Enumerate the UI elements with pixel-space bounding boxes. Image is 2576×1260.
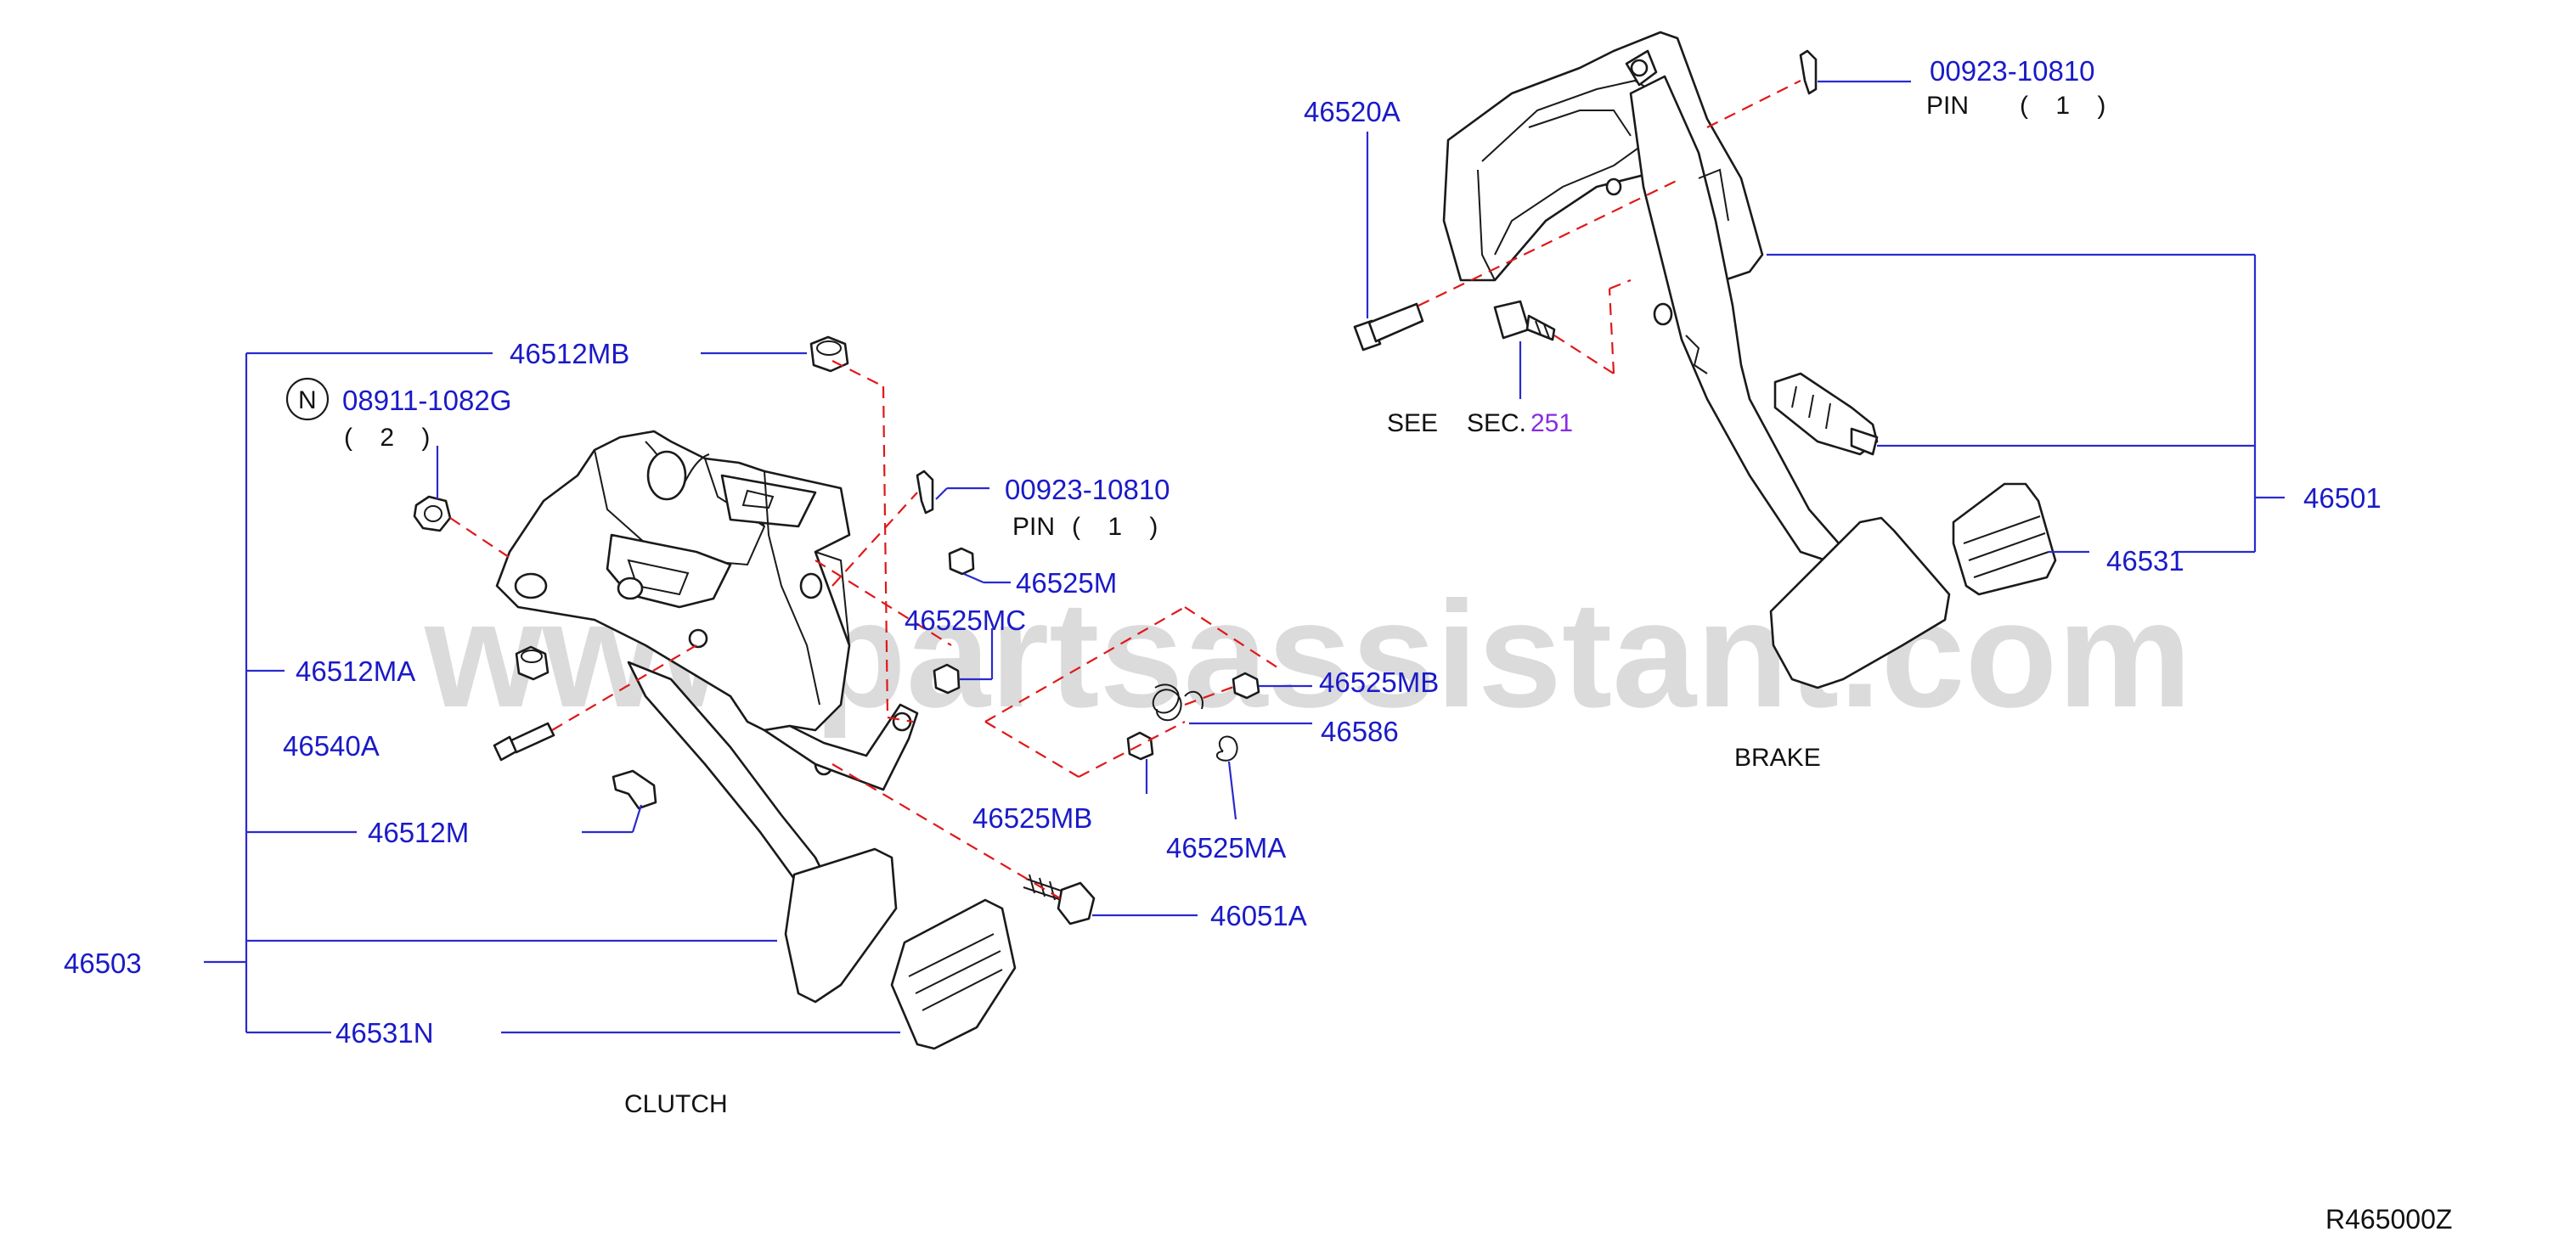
label-46051A[interactable]: 46051A [1210, 900, 1307, 931]
label-46525MA[interactable]: 46525MA [1166, 832, 1286, 863]
label-46512M[interactable]: 46512M [368, 817, 469, 848]
clutch-leader-lines [204, 352, 1312, 1034]
label-46501[interactable]: 46501 [2303, 482, 2382, 514]
bolt-46520A[interactable] [1353, 302, 1424, 352]
label-46525MB-a[interactable]: 46525MB [1319, 667, 1439, 698]
label-qty-pin-clutch: ( 1 ) [1072, 513, 1168, 541]
label-46525MC[interactable]: 46525MC [905, 605, 1026, 636]
brake-pedal-pad-cover[interactable] [1952, 482, 2057, 596]
clip-46525MA[interactable] [1216, 735, 1238, 762]
label-sec: SEC. [1467, 409, 1526, 437]
brake-dashed-lines [1418, 80, 1801, 374]
label-46525M[interactable]: 46525M [1016, 567, 1117, 599]
notch-symbol [285, 377, 330, 421]
label-00923-10810-brake[interactable]: 00923-10810 [1930, 55, 2095, 87]
stopper-46512M[interactable] [612, 769, 657, 810]
label-46531N[interactable]: 46531N [335, 1017, 434, 1049]
label-qty-08911: ( 2 ) [344, 424, 440, 452]
pin-00923-clutch[interactable] [916, 470, 934, 515]
clutch-bracket[interactable] [495, 430, 851, 776]
bushing-46525MB-a[interactable] [1232, 672, 1260, 700]
label-46520A[interactable]: 46520A [1304, 96, 1401, 127]
label-46512MA[interactable]: 46512MA [296, 655, 415, 687]
label-pin-clutch: PIN [1012, 513, 1055, 541]
brake-switch-connector[interactable] [1773, 372, 1879, 456]
brake-caption: BRAKE [1734, 744, 1821, 772]
brake-pedal-pad[interactable] [1769, 516, 1951, 689]
label-46531[interactable]: 46531 [2106, 545, 2184, 577]
clutch-caption: CLUTCH [624, 1090, 728, 1118]
label-46525MB-b[interactable]: 46525MB [972, 802, 1092, 834]
label-see: SEE [1387, 409, 1438, 437]
bushing-46512MA[interactable] [515, 645, 550, 681]
label-00923-10810-clutch[interactable]: 00923-10810 [1005, 474, 1170, 505]
brake-assembly: 46520A 00923-10810 PIN ( 1 ) SEE SEC. 25… [1304, 31, 2382, 772]
label-46512MB[interactable]: 46512MB [510, 338, 629, 369]
brake-leader-lines [1366, 80, 2285, 554]
label-08911-1082G[interactable]: 08911-1082G [342, 385, 511, 416]
label-qty-pin-brake: ( 1 ) [2020, 92, 2116, 120]
bushing-46512MB[interactable] [809, 335, 849, 373]
label-pin-brake: PIN [1926, 92, 1969, 120]
brake-pedal-arm[interactable] [1629, 75, 1840, 562]
diagram-code: R465000Z [2325, 1204, 2452, 1235]
clutch-pedal-pad-cover[interactable] [890, 898, 1017, 1050]
bushing-46525MC[interactable] [933, 663, 961, 695]
label-46586[interactable]: 46586 [1321, 716, 1399, 747]
label-46503[interactable]: 46503 [64, 948, 142, 979]
pin-00923-brake[interactable] [1799, 49, 1818, 95]
nut-08911[interactable] [413, 495, 452, 532]
stop-lamp-switch[interactable] [1493, 300, 1556, 341]
clutch-dashed-lines [449, 360, 1283, 899]
bushing-46525M[interactable] [948, 547, 975, 576]
clutch-assembly: N 46512MB 08911-1082G ( 2 ) 00923-10810 … [64, 335, 1439, 1118]
bolt-46540A[interactable] [493, 722, 555, 762]
bolt-46051A[interactable] [1023, 874, 1096, 925]
label-46540A[interactable]: 46540A [283, 730, 380, 762]
clutch-pedal-pad[interactable] [784, 847, 898, 1004]
notch-letter: N [298, 386, 317, 414]
spring-46586[interactable] [1152, 683, 1203, 722]
section-link-251[interactable]: 251 [1530, 409, 1573, 437]
